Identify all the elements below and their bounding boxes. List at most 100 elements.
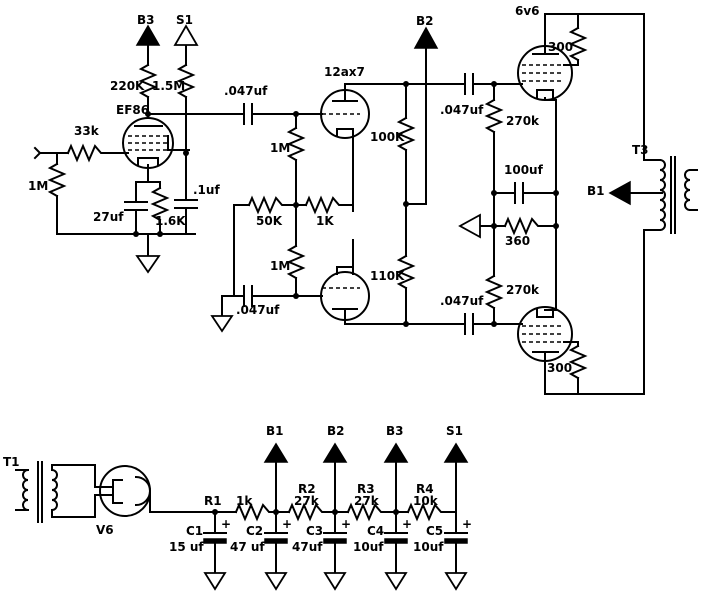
- label-ps-b3: B3: [386, 424, 404, 438]
- label-6v6: 6v6: [515, 4, 540, 18]
- resistor-33k: [66, 143, 105, 163]
- resistor-1-6k: [150, 186, 170, 222]
- s1-supply-arrow: [443, 442, 469, 463]
- labels: B3 S1 B2 6v6 B1 T3 220K 1.5M 33k EF86 1M…: [3, 4, 649, 554]
- label-1k: 1K: [316, 214, 334, 228]
- b1-terminal-arrow: [608, 180, 631, 206]
- resistor-110k: [396, 254, 416, 290]
- resistor-1m-grid-a: [286, 126, 306, 162]
- ground-ef86: [135, 255, 161, 274]
- label-v6: V6: [96, 523, 114, 537]
- label-33k: 33k: [74, 124, 100, 138]
- label-110k: 110K: [370, 269, 405, 283]
- label-c3: C3: [306, 524, 323, 538]
- output-stage: [458, 13, 698, 395]
- label-r4: R4: [416, 482, 434, 496]
- label-270k-b: 270k: [506, 283, 540, 297]
- ground-c1: [203, 572, 227, 591]
- plus-c5: +: [462, 517, 472, 531]
- label-r1: R1: [204, 494, 222, 508]
- plus-c3: +: [341, 517, 351, 531]
- v6-rectifier-tube: [99, 465, 151, 517]
- t1-secondary: [50, 468, 58, 512]
- resistor-360: [503, 216, 557, 236]
- label-r3: R3: [357, 482, 375, 496]
- ground-c2: [264, 572, 288, 591]
- resistor-r1: [234, 502, 290, 522]
- label-0-1uf: .1uf: [193, 183, 220, 197]
- label-100uf: 100uf: [504, 163, 544, 177]
- label-c4: C4: [367, 524, 384, 538]
- label-c2: C2: [246, 524, 263, 538]
- label-c3-value: 47uf: [292, 540, 323, 554]
- label-b1: B1: [587, 184, 605, 198]
- b2-supply-arrow: [322, 442, 348, 463]
- label-047uf-pa: .047uf: [440, 103, 484, 117]
- label-r2-value: 27k: [294, 494, 320, 508]
- resistor-270k-b: [484, 274, 504, 310]
- resistor-220k: [138, 63, 158, 99]
- label-300-bottom: 300: [547, 361, 572, 375]
- resistor-r3: [346, 502, 409, 522]
- power-supply: [15, 442, 469, 591]
- label-t3: T3: [632, 143, 649, 157]
- label-c4-value: 10uf: [353, 540, 384, 554]
- ground-c5: [444, 572, 468, 591]
- label-1m-a: 1M: [270, 141, 290, 155]
- resistor-300-top: [568, 26, 588, 62]
- plus-c4: +: [402, 517, 412, 531]
- t3-primary: [658, 158, 666, 232]
- plus-c2: +: [282, 517, 292, 531]
- label-ef86: EF86: [116, 103, 149, 117]
- label-r2: R2: [298, 482, 316, 496]
- resistor-300-bottom: [568, 344, 588, 380]
- b3-supply-arrow: [383, 442, 409, 463]
- label-c2-value: 47 uf: [230, 540, 265, 554]
- label-1-6k: 1.6K: [155, 214, 186, 228]
- ef86-stage: [33, 24, 245, 274]
- s1-terminal-arrow: [173, 24, 199, 46]
- label-360: 360: [505, 234, 530, 248]
- b2-terminal-arrow: [413, 26, 439, 49]
- t1-primary: [22, 468, 30, 512]
- resistor-r2: [287, 502, 349, 522]
- label-1m-b: 1M: [270, 259, 290, 273]
- resistor-1-5m: [176, 63, 196, 99]
- t3-secondary: [684, 168, 692, 212]
- label-047uf-top: .047uf: [224, 84, 268, 98]
- label-300-top: 300: [548, 40, 573, 54]
- label-r3-value: 27k: [354, 494, 380, 508]
- resistor-270k-a: [484, 98, 504, 134]
- resistor-100k: [396, 116, 416, 152]
- label-ps-b1: B1: [266, 424, 284, 438]
- label-b3: B3: [137, 13, 155, 27]
- label-1m-input: 1M: [28, 179, 48, 193]
- phase-inverter-stage: [210, 26, 466, 333]
- label-047uf-bottom: .047uf: [236, 303, 280, 317]
- label-27uf: 27uf: [93, 210, 124, 224]
- label-220k: 220K: [110, 79, 145, 93]
- label-ps-b2: B2: [327, 424, 345, 438]
- label-c1: C1: [186, 524, 203, 538]
- label-t1: T1: [3, 455, 20, 469]
- b1-supply-arrow: [263, 442, 289, 463]
- label-047uf-pb: .047uf: [440, 294, 484, 308]
- resistor-1k: [304, 195, 343, 215]
- label-r4-value: 10k: [413, 494, 439, 508]
- label-b2: B2: [416, 14, 434, 28]
- ground-pi: [210, 315, 234, 333]
- b3-terminal-arrow: [135, 24, 161, 46]
- resistor-1m-grid-b: [286, 244, 306, 280]
- label-50k: 50K: [256, 214, 283, 228]
- plus-c1: +: [221, 517, 231, 531]
- label-1-5m: 1.5M: [152, 79, 185, 93]
- label-r1-value: 1k: [236, 494, 253, 508]
- ground-c3: [323, 572, 347, 591]
- resistor-50k: [247, 195, 286, 215]
- label-100k: 100K: [370, 130, 405, 144]
- label-270k-a: 270k: [506, 114, 540, 128]
- label-ps-s1: S1: [446, 424, 463, 438]
- label-c5-value: 10uf: [413, 540, 444, 554]
